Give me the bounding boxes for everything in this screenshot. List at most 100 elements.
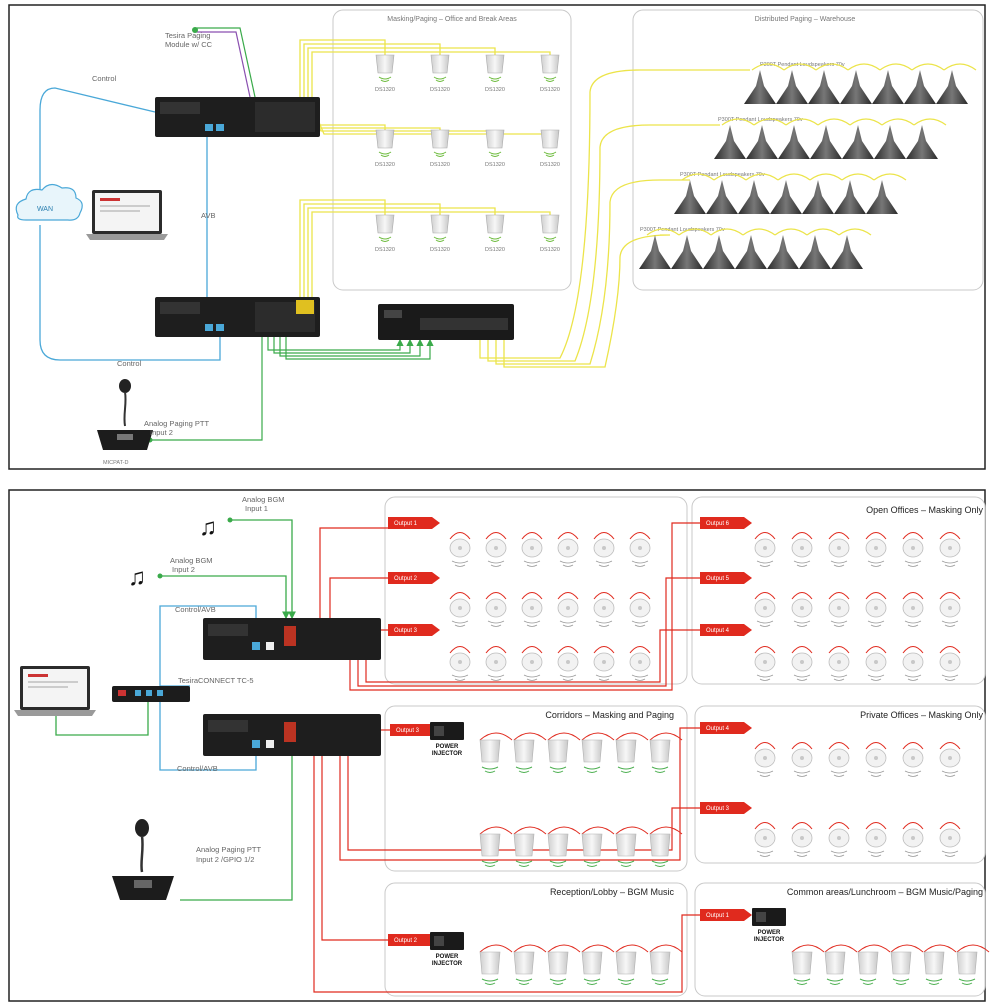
private-office-speaker-46 — [865, 822, 887, 857]
ceiling-speaker-wave — [380, 79, 390, 82]
control-label-top: Control — [92, 74, 117, 83]
speaker-wave — [634, 624, 646, 627]
open-office-speaker-4 — [557, 532, 579, 567]
ceiling-speaker-model: DS1320 — [485, 247, 505, 253]
speaker-cable — [754, 592, 776, 600]
speaker-wave — [631, 560, 649, 564]
speaker-cable — [649, 732, 683, 741]
pendant-cable — [838, 228, 872, 236]
speaker-center — [800, 756, 804, 760]
speaker-center — [800, 546, 804, 550]
speaker-wave — [944, 774, 956, 777]
output-tag-label: Output 1 — [394, 521, 418, 527]
speaker-center — [948, 756, 952, 760]
yellow-wire-warehouse-3 — [495, 179, 690, 365]
speaker-cable — [485, 592, 507, 600]
speaker-wave — [595, 560, 613, 564]
common-speaker-67 — [791, 944, 825, 985]
speaker-cable — [593, 592, 615, 600]
speaker-center — [800, 836, 804, 840]
speaker-wave — [654, 982, 666, 985]
speaker-wave — [515, 860, 533, 864]
speaker-wave — [562, 678, 574, 681]
speaker-wave — [487, 674, 505, 678]
speaker-cable — [629, 646, 651, 654]
speaker-wave — [870, 854, 882, 857]
speaker-cable — [754, 742, 776, 750]
speaker-wave — [941, 620, 959, 624]
speaker-cable — [593, 646, 615, 654]
speaker-wave — [796, 982, 808, 985]
ceiling-speaker-can — [430, 129, 450, 149]
control-label-bottom: Control — [117, 359, 142, 368]
speaker-wave — [549, 766, 567, 770]
pendant-speaker-3-1 — [674, 180, 706, 214]
speaker-center — [911, 546, 915, 550]
open-office-speaker-14 — [485, 646, 507, 681]
pendant-speaker-4-7 — [831, 235, 863, 269]
speaker-cable — [615, 732, 649, 741]
speaker-wave — [654, 770, 666, 773]
output-tag-5: Output 5 — [700, 572, 752, 584]
speaker-cable — [479, 826, 513, 835]
corridor-speaker-50 — [513, 732, 547, 773]
pendant-cable — [815, 63, 849, 71]
speaker-wave — [941, 560, 959, 564]
speaker-wave — [598, 564, 610, 567]
output-tag-common: Output 1 — [700, 909, 752, 921]
speaker-wave — [944, 854, 956, 857]
speaker-cable — [557, 592, 579, 600]
speaker-cable — [857, 944, 891, 953]
speaker-wave — [796, 774, 808, 777]
speaker-wave — [451, 674, 469, 678]
speaker-wave — [756, 770, 774, 774]
open-office-speaker-18 — [629, 646, 651, 681]
ceiling-speaker-wave — [545, 79, 555, 82]
common-speaker-71 — [923, 944, 957, 985]
speaker-cable — [581, 944, 615, 953]
analog-ptt2-line2: Input 2 /GPIO 1/2 — [196, 855, 254, 864]
analog-ptt-line2: Input 2 — [150, 428, 173, 437]
ceiling-speaker-8: DS1320 — [540, 129, 560, 168]
speaker-wave — [598, 624, 610, 627]
speaker-wave — [867, 770, 885, 774]
ceiling-speaker-can — [485, 54, 505, 74]
open-office-speaker-26 — [791, 592, 813, 627]
speaker-center — [948, 546, 952, 550]
speaker-cable — [824, 944, 858, 953]
open-office-speaker-29 — [902, 592, 924, 627]
ceiling-speaker-can — [375, 214, 395, 234]
speaker-wave — [907, 564, 919, 567]
output-tag-shape — [700, 572, 752, 584]
pendant-speaker-4-3 — [703, 235, 735, 269]
corridor-speaker-57 — [547, 826, 581, 867]
bgm2-line1: Analog BGM — [170, 556, 213, 565]
speaker-wave — [870, 774, 882, 777]
speaker-cable — [593, 532, 615, 540]
avb-label: AVB — [201, 211, 215, 220]
speaker-can — [513, 833, 535, 857]
speaker-center — [494, 546, 498, 550]
speaker-wave — [617, 978, 635, 982]
speaker-wave — [759, 564, 771, 567]
speaker-center — [602, 606, 606, 610]
speaker-wave — [518, 864, 530, 867]
ceiling-speaker-can — [540, 54, 560, 74]
open-office-speaker-6 — [629, 532, 651, 567]
speaker-can — [479, 739, 501, 763]
speaker-center — [911, 606, 915, 610]
speaker-center — [911, 836, 915, 840]
pendant-cable — [817, 118, 851, 126]
output-tag-shape — [388, 517, 440, 529]
output-tag-label: Output 1 — [706, 913, 730, 919]
speaker-wave — [484, 864, 496, 867]
speaker-center — [911, 756, 915, 760]
ceiling-speaker-11: DS1320 — [485, 214, 505, 253]
speaker-wave — [490, 678, 502, 681]
speaker-wave — [552, 864, 564, 867]
speaker-wave — [830, 770, 848, 774]
zone-private-offices — [694, 705, 986, 864]
ceiling-speaker-can — [430, 54, 450, 74]
